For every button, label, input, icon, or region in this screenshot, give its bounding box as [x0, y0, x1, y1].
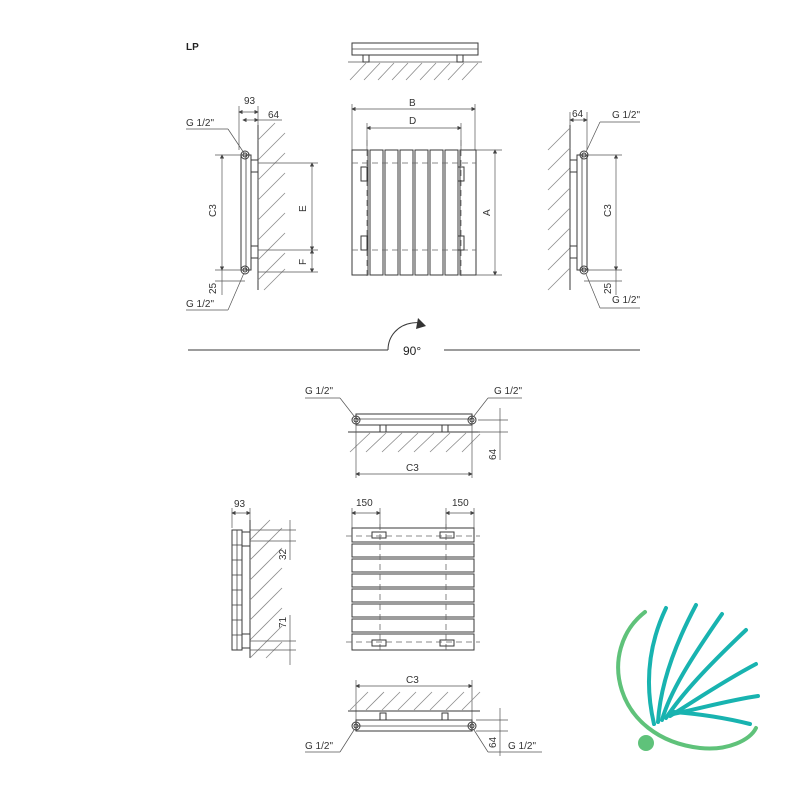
- dimension-label-d150: 150: [452, 498, 469, 509]
- bottom-view-horizontal: C3 64 G 1/2" G 1/2": [305, 675, 542, 756]
- front-view-horizontal: 150 150: [346, 498, 480, 654]
- dimension-label-d71: 71: [278, 616, 289, 628]
- logo-green-dot: [638, 735, 654, 751]
- logo-green-arc: [616, 610, 758, 751]
- dimension-label-d64: 64: [488, 736, 499, 748]
- dimension-label-g-half: G 1/2": [494, 386, 522, 397]
- side-view-horizontal: 93 32 71: [231, 499, 296, 665]
- dimension-label-g-half: G 1/2": [305, 741, 333, 752]
- dimension-label-c3: C3: [208, 204, 219, 217]
- dimension-label-d32: 32: [278, 548, 289, 560]
- dimension-label-b: B: [409, 98, 416, 109]
- side-view-left-vertical: 93 64 G 1/2" C3 25 G 1/2" E F: [186, 96, 318, 311]
- dimension-label-d64: 64: [572, 109, 584, 120]
- top-view-vertical: [348, 42, 482, 81]
- dimension-label-a: A: [482, 209, 493, 216]
- top-view-horizontal: G 1/2" G 1/2" C3 64: [305, 386, 522, 478]
- dimension-label-d: D: [409, 116, 416, 127]
- front-view-vertical: B D A: [351, 98, 502, 280]
- brand-logo: [616, 603, 760, 751]
- dimension-label-d64: 64: [268, 110, 280, 121]
- dimension-label-g-half: G 1/2": [508, 741, 536, 752]
- dimension-label-g-half: G 1/2": [305, 386, 333, 397]
- dimension-label-f: F: [298, 259, 309, 265]
- dimension-label-d150: 150: [356, 498, 373, 509]
- dimension-label-g-half: G 1/2": [186, 118, 214, 129]
- dimension-label-d25: 25: [603, 282, 614, 294]
- model-label: LP: [186, 42, 199, 53]
- dimension-label-d93: 93: [244, 96, 256, 107]
- dimension-label-e: E: [298, 205, 309, 212]
- dimension-label-c3: C3: [406, 675, 419, 686]
- dimension-label-d25: 25: [208, 282, 219, 294]
- dimension-label-g-half: G 1/2": [186, 299, 214, 310]
- dimension-label-c3: C3: [603, 204, 614, 217]
- dimension-label-g-half: G 1/2": [612, 110, 640, 121]
- rotation-divider: 90°: [188, 318, 640, 358]
- rotation-label: 90°: [403, 344, 421, 358]
- dimension-label-c3: C3: [406, 463, 419, 474]
- side-view-right-vertical: 64 G 1/2" C3 25 G 1/2": [547, 109, 640, 309]
- dimension-label-d93: 93: [234, 499, 246, 510]
- dimension-label-d64: 64: [488, 448, 499, 460]
- dimension-label-g-half: G 1/2": [612, 295, 640, 306]
